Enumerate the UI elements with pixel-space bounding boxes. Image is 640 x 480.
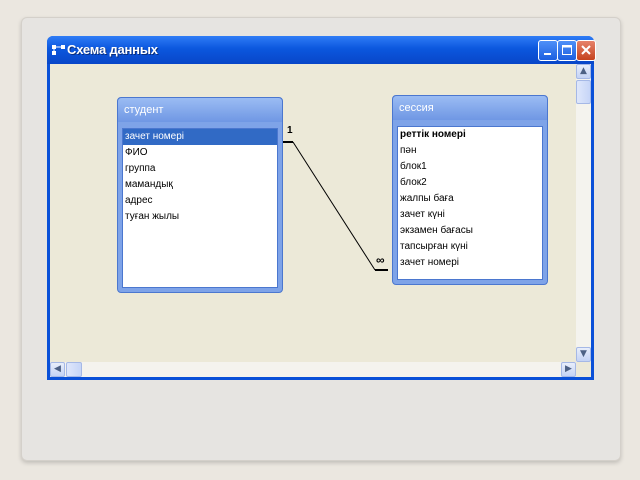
field-item[interactable]: зачет күні xyxy=(400,209,445,220)
field-item[interactable]: зачет номері xyxy=(400,257,460,268)
scroll-down-button[interactable]: ▼ xyxy=(576,347,591,362)
field-item[interactable]: туған жылы xyxy=(125,211,180,222)
relationship-line[interactable] xyxy=(50,64,576,362)
scroll-up-icon: ▲ xyxy=(580,66,587,76)
field-item[interactable]: пән xyxy=(400,145,417,156)
field-item[interactable]: группа xyxy=(125,163,156,174)
minimize-icon xyxy=(544,53,551,55)
field-item[interactable]: экзамен бағасы xyxy=(400,225,473,236)
maximize-button[interactable] xyxy=(557,40,577,61)
field-list-student: зачет номері ФИО группа мамандық адрес т… xyxy=(122,128,278,288)
scroll-right-button[interactable]: ▶ xyxy=(561,362,576,377)
field-item[interactable]: тапсырған күні xyxy=(400,241,468,252)
field-list-session: реттік номері пән блок1 блок2 жалпы баға… xyxy=(397,126,543,280)
relationships-window: Схема данных xyxy=(47,36,596,380)
table-title-student[interactable]: студент xyxy=(118,98,282,122)
scroll-left-button[interactable]: ◀ xyxy=(50,362,65,377)
table-student[interactable]: студент зачет номері ФИО группа мамандық… xyxy=(117,97,283,293)
table-session[interactable]: сессия реттік номері пән блок1 блок2 жал… xyxy=(392,95,548,285)
field-item[interactable]: реттік номері xyxy=(400,129,466,140)
table-title-session[interactable]: сессия xyxy=(393,96,547,120)
field-item[interactable]: адрес xyxy=(125,195,153,206)
app-icon xyxy=(52,45,65,55)
maximize-icon xyxy=(562,45,572,55)
field-item[interactable]: мамандық xyxy=(125,179,173,190)
field-item[interactable]: блок1 xyxy=(400,161,427,172)
scroll-down-icon: ▼ xyxy=(580,349,587,359)
scroll-up-button[interactable]: ▲ xyxy=(576,64,591,79)
vertical-scroll-thumb[interactable] xyxy=(576,80,591,104)
one-side-label: 1 xyxy=(287,125,293,136)
close-icon xyxy=(581,45,591,55)
scroll-right-icon: ▶ xyxy=(565,364,572,374)
close-button[interactable] xyxy=(576,40,596,61)
field-item[interactable]: зачет номері xyxy=(123,129,277,145)
title-bar[interactable]: Схема данных xyxy=(47,36,596,64)
many-side-label: ∞ xyxy=(376,253,385,267)
horizontal-scrollbar[interactable]: ◀ ▶ xyxy=(50,362,576,377)
field-item[interactable]: жалпы баға xyxy=(400,193,454,204)
relationships-canvas[interactable]: 1 ∞ студент зачет номері ФИО группа мама… xyxy=(50,64,576,362)
scrollbar-corner xyxy=(576,362,591,377)
field-item[interactable]: ФИО xyxy=(125,147,148,158)
window-client-area: 1 ∞ студент зачет номері ФИО группа мама… xyxy=(50,64,591,377)
field-item[interactable]: блок2 xyxy=(400,177,427,188)
minimize-button[interactable] xyxy=(538,40,558,61)
scroll-left-icon: ◀ xyxy=(54,364,61,374)
horizontal-scroll-thumb[interactable] xyxy=(66,362,82,377)
vertical-scrollbar[interactable]: ▲ ▼ xyxy=(576,64,591,362)
window-title: Схема данных xyxy=(67,42,158,57)
